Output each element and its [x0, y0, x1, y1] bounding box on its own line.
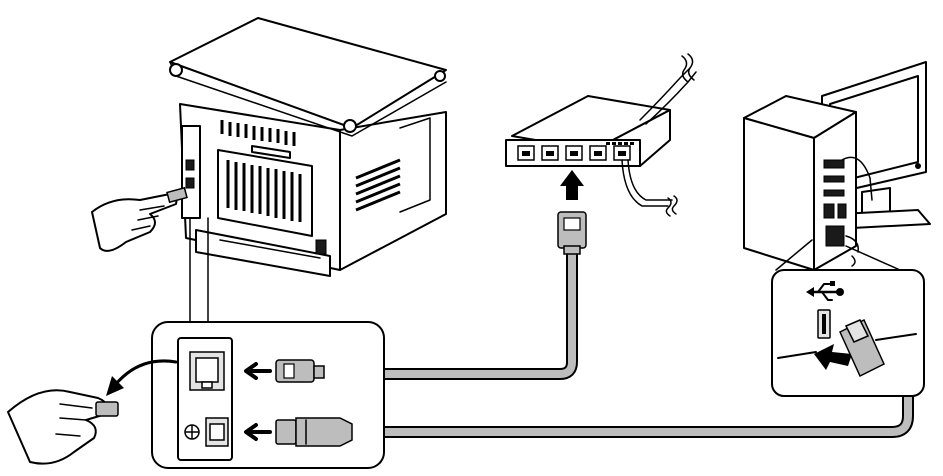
rj45-plug-icon [275, 359, 325, 383]
network-hub-icon [505, 53, 697, 217]
printer-icon [169, 17, 447, 277]
hub-leds [606, 142, 634, 145]
network-cable [366, 246, 578, 380]
computer-tower-icon [743, 95, 873, 271]
usb-symbol-icon [806, 281, 844, 301]
hub-ports [517, 145, 631, 161]
arrow-icon [106, 359, 178, 396]
rj45-plug-icon [557, 211, 587, 255]
arrow-icon [560, 170, 584, 200]
port-callout [151, 321, 385, 469]
rear-grille [226, 160, 302, 222]
usb-a-plug-icon [839, 318, 885, 378]
back-vents [220, 120, 296, 146]
hand-icon [91, 186, 188, 252]
arrow-icon [244, 423, 272, 441]
ground-symbol-icon [184, 424, 200, 440]
side-vents [355, 158, 401, 212]
usb-callout [771, 239, 925, 397]
arrow-icon [244, 362, 272, 380]
arrow-icon [814, 344, 852, 370]
usb-b-port-icon [205, 417, 229, 447]
hand-icon [7, 389, 119, 465]
ethernet-port-icon [189, 351, 225, 391]
usb-b-plug-icon [275, 417, 353, 447]
